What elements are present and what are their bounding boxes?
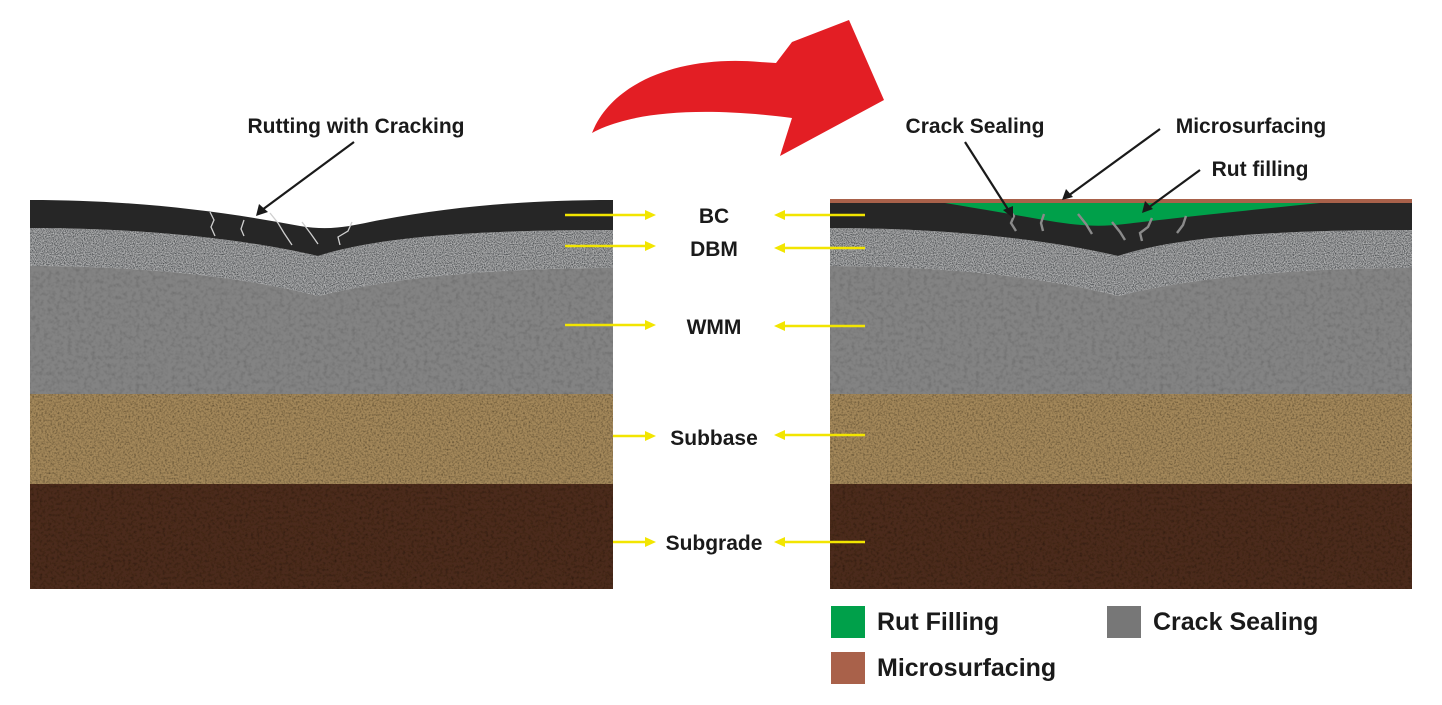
layer-labels: BC DBM WMM Subbase Subgrade [666,205,763,555]
callout-rut-filling-leader [1147,169,1201,209]
subgrade-layer [30,484,613,589]
subgrade-layer [830,484,1412,589]
layer-pointer-arrows [565,210,865,547]
callout-rutting-with-cracking: Rutting with Cracking [248,115,465,138]
rut-filling-layer [945,203,1320,226]
wmm-layer [30,266,613,394]
layer-label-subgrade: Subgrade [666,532,763,555]
layer-label-subbase: Subbase [670,427,758,450]
legend-swatch-microsurfacing [831,652,865,684]
dbm-layer [830,228,1412,296]
dbm-layer [30,228,613,296]
layer-label-dbm: DBM [690,238,738,261]
callout-microsurfacing: Microsurfacing [1176,115,1327,138]
layer-label-wmm: WMM [687,316,742,339]
legend: Rut Filling Crack Sealing Microsurfacing [831,606,1318,684]
microsurfacing-layer [830,199,1412,203]
surface-cracks [209,211,353,246]
layer-label-bc: BC [699,205,729,228]
callout-rutting-leader [261,141,355,211]
legend-swatch-crack-sealing [1107,606,1141,638]
bc-layer [830,202,1412,256]
subbase-layer [830,394,1412,484]
legend-label-crack-sealing: Crack Sealing [1153,608,1318,636]
callout-microsurfacing-leader [1067,128,1161,197]
pavement-section-after [830,199,1412,589]
callout-rut-filling: Rut filling [1212,158,1309,181]
subbase-layer [30,394,613,484]
callout-crack-sealing: Crack Sealing [906,115,1045,138]
legend-label-microsurfacing: Microsurfacing [877,654,1056,682]
legend-label-rut-filling: Rut Filling [877,608,999,636]
callouts: Rutting with Cracking Crack Sealing Micr… [248,115,1327,218]
legend-swatch-rut-filling [831,606,865,638]
callout-crack-sealing-leader [964,141,1010,212]
bc-layer [30,200,613,256]
pavement-section-before [30,200,613,589]
transition-arrow [592,20,884,156]
wmm-layer [830,266,1412,394]
